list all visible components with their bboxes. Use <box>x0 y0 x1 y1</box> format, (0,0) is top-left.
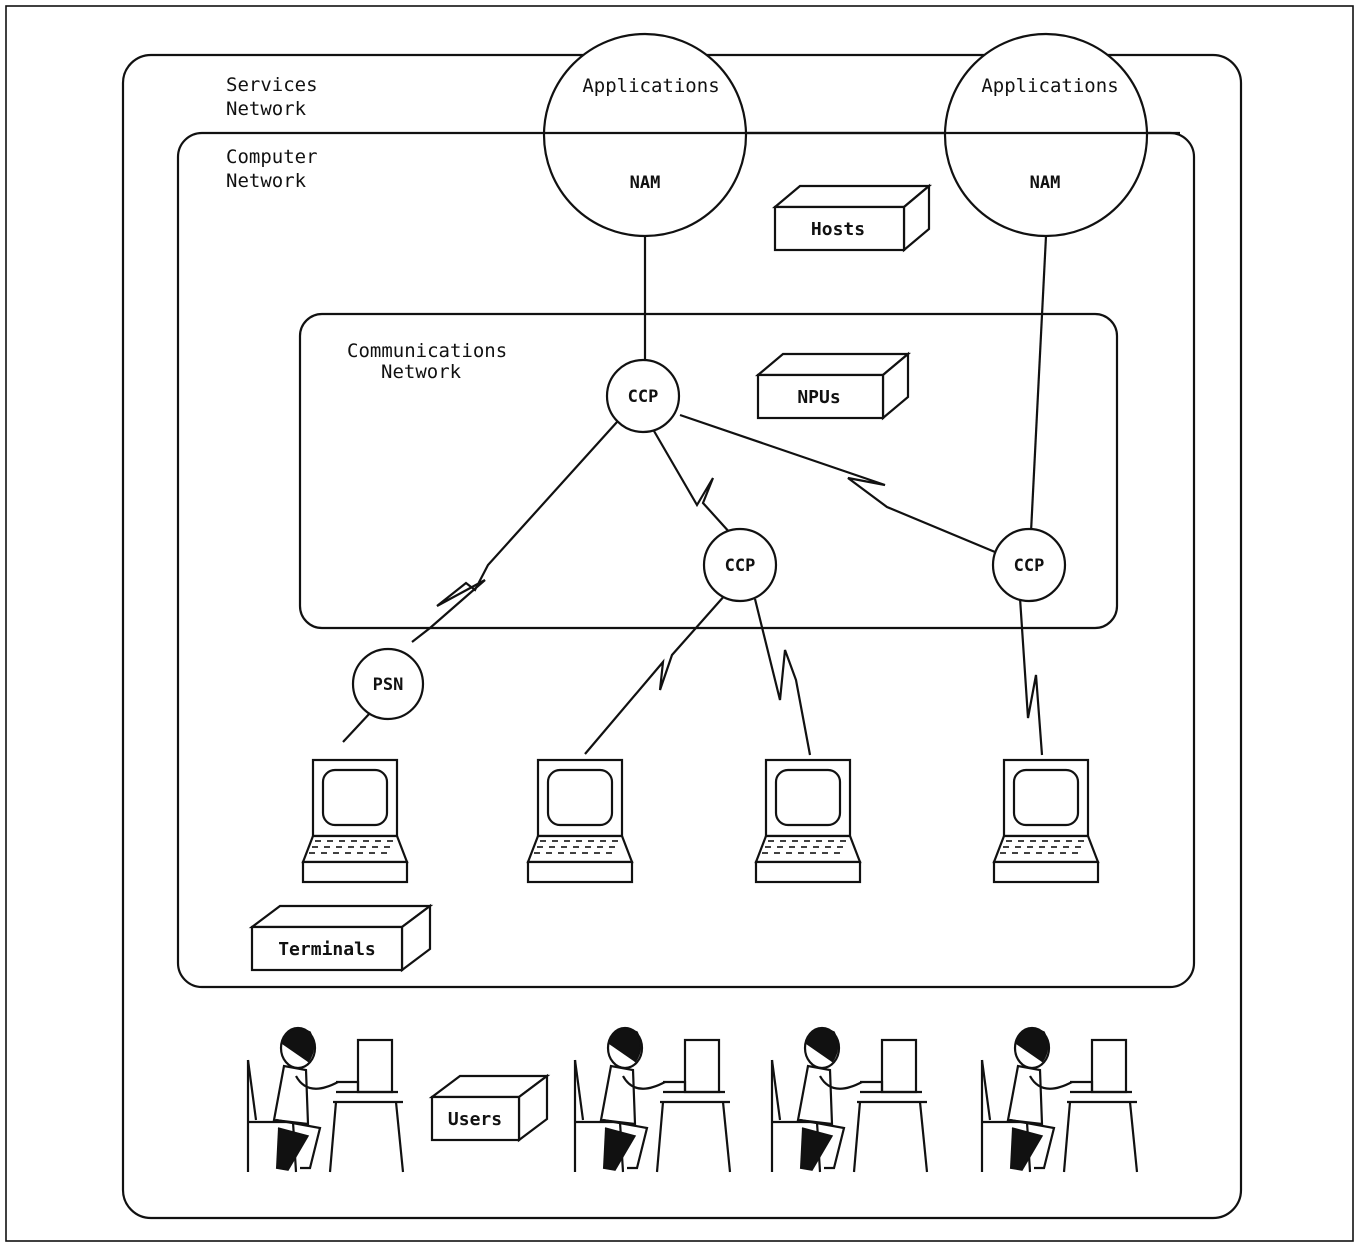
link-ccp-psn <box>411 421 618 643</box>
hosts-label: Hosts <box>811 219 865 240</box>
psn-label: PSN <box>373 675 404 695</box>
communications-network-label-line2: Network <box>381 361 462 383</box>
user-at-terminal-icon <box>246 1026 405 1173</box>
users-box: Users <box>428 1073 551 1143</box>
terminal-computer-icon <box>754 758 862 884</box>
ccp-node-main: CCP <box>605 358 681 434</box>
ccp-node-middle: CCP <box>702 527 778 603</box>
ccp-label: CCP <box>725 556 756 576</box>
services-network-label-line1: Services <box>226 74 318 96</box>
npus-label: NPUs <box>797 387 840 408</box>
communications-network-label-line1: Communications <box>347 340 507 362</box>
psn-node: PSN <box>351 647 425 721</box>
terminal-computer-icon <box>992 758 1100 884</box>
services-network-label-line2: Network <box>226 98 307 120</box>
applications-label: Applications <box>582 75 719 97</box>
npus-box: NPUs <box>754 351 912 421</box>
link-ccp-middle-terminal2 <box>584 593 727 755</box>
link-ccp-ccp-right <box>679 413 996 554</box>
ccp-node-right: CCP <box>991 527 1067 603</box>
user-at-terminal-icon <box>770 1026 929 1173</box>
page-frame <box>5 5 1354 1242</box>
link-nam2-ccp-right <box>1029 235 1048 533</box>
nam-label: NAM <box>630 173 661 193</box>
communications-network-boundary <box>298 312 1119 630</box>
terminals-label: Terminals <box>278 939 376 960</box>
terminal-computer-icon <box>301 758 409 884</box>
link-psn-terminal1 <box>342 712 371 743</box>
application-node-2: Applications NAM <box>943 32 1149 238</box>
link-ccp-ccp-middle <box>653 430 732 535</box>
user-at-terminal-icon <box>980 1026 1139 1173</box>
computer-network-label-line2: Network <box>226 170 307 192</box>
terminal-computer-icon <box>526 758 634 884</box>
computer-network-label-line1: Computer <box>226 146 318 168</box>
applications-label: Applications <box>981 75 1118 97</box>
application-node-1: Applications NAM <box>542 32 748 238</box>
link-ccp-right-terminal4 <box>1018 597 1044 756</box>
hosts-box: Hosts <box>771 183 933 253</box>
ccp-label: CCP <box>1014 556 1045 576</box>
link-ccp-middle-terminal3 <box>753 598 812 756</box>
users-label: Users <box>448 1109 502 1130</box>
ccp-label: CCP <box>628 387 659 407</box>
nam-label: NAM <box>1030 173 1061 193</box>
user-at-terminal-icon <box>573 1026 732 1173</box>
terminals-box: Terminals <box>248 903 434 973</box>
